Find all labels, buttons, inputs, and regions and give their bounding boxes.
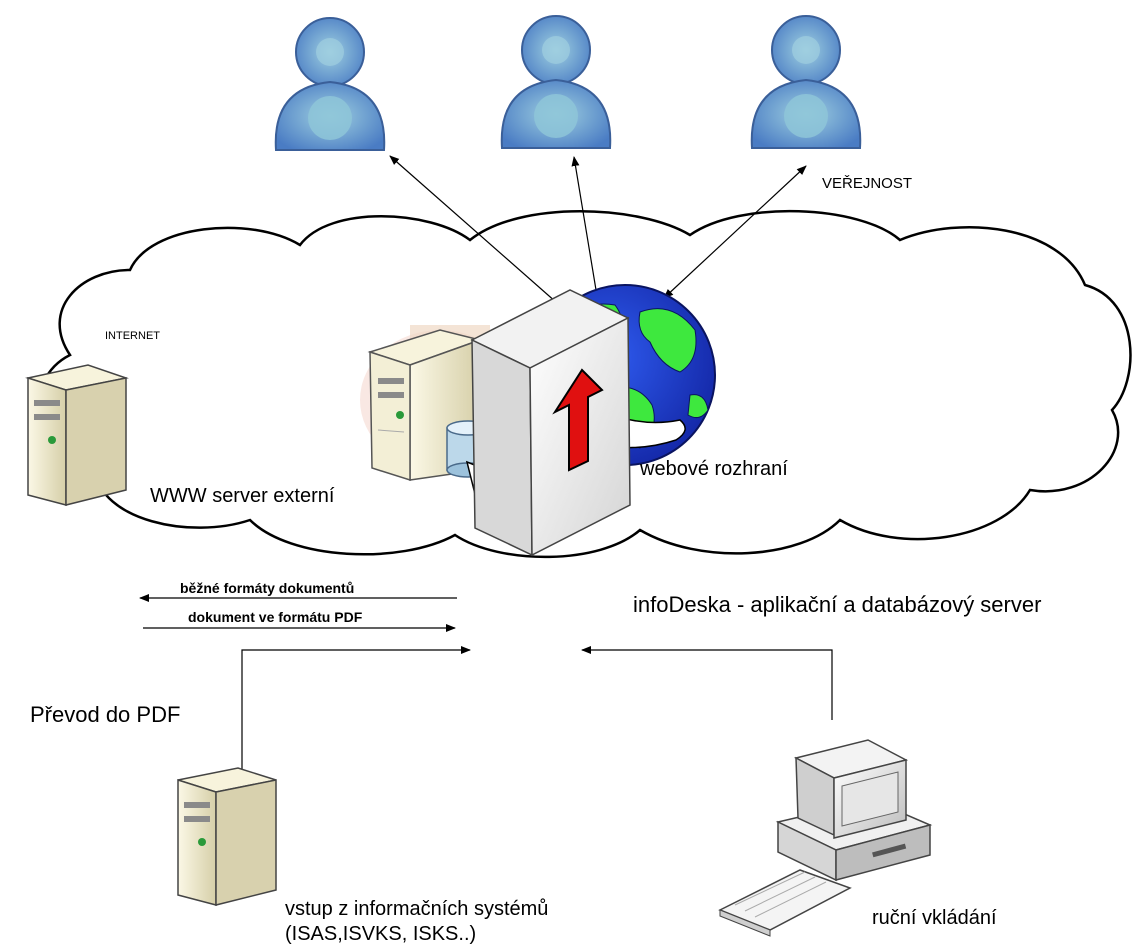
server-tower-icon [177, 767, 277, 906]
person-icon [500, 15, 612, 149]
server-tower-icon [25, 364, 129, 506]
label-verejnost: VEŘEJNOST [822, 175, 912, 192]
arrow-person2-globe [571, 156, 601, 303]
arrow-person1-globe [389, 155, 566, 311]
label-dokument-pdf: dokument ve formátu PDF [188, 609, 363, 625]
person-icon [274, 17, 386, 151]
arrow-person3-globe [663, 165, 807, 299]
label-rucni: ruční vkládání [872, 907, 997, 929]
infodeska-box-icon [470, 289, 631, 557]
label-bezne-formaty: běžné formáty dokumentů [180, 580, 354, 596]
desktop-computer-icon [775, 739, 933, 882]
arrow-vstup-to-infodeska [241, 646, 471, 772]
label-internet: INTERNET [105, 330, 160, 342]
label-www-server: WWW server externí [150, 485, 335, 507]
label-infodeska: infoDeska - aplikační a databázový serve… [633, 592, 1041, 617]
arrow-rucni-to-infodeska [581, 646, 833, 720]
label-webove-rozhrani: webové rozhraní [639, 458, 788, 480]
keyboard-icon [718, 869, 852, 937]
label-vstup-line1: vstup z informačních systémů [285, 898, 548, 920]
label-vstup-line2: (ISAS,ISVKS, ISKS..) [285, 923, 476, 945]
label-prevod-pdf: Převod do PDF [30, 702, 180, 727]
person-icon [750, 15, 862, 149]
